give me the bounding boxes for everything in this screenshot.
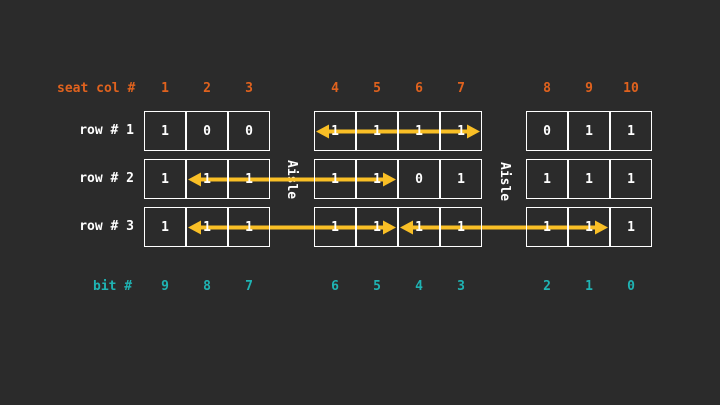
seat-cell: 1 xyxy=(440,159,482,199)
bit-number: 4 xyxy=(415,279,423,294)
seat-cell: 1 xyxy=(398,111,440,151)
bit-header: bit # xyxy=(93,279,133,294)
seat-cell: 1 xyxy=(398,207,440,247)
seat-cell: 1 xyxy=(610,159,652,199)
row-label: row # 2 xyxy=(79,171,134,186)
seat-cell: 1 xyxy=(440,207,482,247)
seat-cell: 1 xyxy=(568,159,610,199)
seat-cell: 1 xyxy=(526,159,568,199)
seat-cell: 1 xyxy=(610,207,652,247)
seat-col-number: 1 xyxy=(161,81,169,96)
seat-cell: 1 xyxy=(228,159,270,199)
seat-cell: 0 xyxy=(526,111,568,151)
bit-number: 5 xyxy=(373,279,381,294)
seat-col-number: 5 xyxy=(373,81,381,96)
seat-col-number: 10 xyxy=(623,81,639,96)
aisle-label-right: Aisle xyxy=(497,162,512,202)
seat-cell: 1 xyxy=(144,207,186,247)
seat-cell: 0 xyxy=(186,111,228,151)
seat-cell: 1 xyxy=(356,111,398,151)
seat-cell: 1 xyxy=(314,159,356,199)
seat-col-number: 2 xyxy=(203,81,211,96)
bit-number: 0 xyxy=(627,279,635,294)
bit-number: 7 xyxy=(245,279,253,294)
seat-cell: 1 xyxy=(228,207,270,247)
seat-col-number: 4 xyxy=(331,81,339,96)
seat-cell: 1 xyxy=(186,207,228,247)
seat-cell: 1 xyxy=(440,111,482,151)
seat-col-number: 6 xyxy=(415,81,423,96)
seat-cell: 1 xyxy=(314,111,356,151)
aisle-label-left: Aisle xyxy=(284,160,299,200)
seat-col-number: 3 xyxy=(245,81,253,96)
seat-cell: 1 xyxy=(568,207,610,247)
seat-cell: 1 xyxy=(186,159,228,199)
bit-number: 3 xyxy=(457,279,465,294)
seat-col-number: 7 xyxy=(457,81,465,96)
seat-col-number: 9 xyxy=(585,81,593,96)
row-label: row # 1 xyxy=(79,123,134,138)
seat-col-header: seat col # xyxy=(57,81,136,96)
seat-cell: 1 xyxy=(314,207,356,247)
seat-cell: 0 xyxy=(228,111,270,151)
seat-cell: 0 xyxy=(398,159,440,199)
bit-number: 9 xyxy=(161,279,169,294)
bit-number: 1 xyxy=(585,279,593,294)
row-label: row # 3 xyxy=(79,219,134,234)
bit-number: 8 xyxy=(203,279,211,294)
seat-cell: 1 xyxy=(526,207,568,247)
seat-cell: 1 xyxy=(144,159,186,199)
bit-number: 2 xyxy=(543,279,551,294)
seat-cell: 1 xyxy=(568,111,610,151)
seat-cell: 1 xyxy=(356,159,398,199)
seat-cell: 1 xyxy=(356,207,398,247)
seat-cell: 1 xyxy=(144,111,186,151)
seat-col-number: 8 xyxy=(543,81,551,96)
bit-number: 6 xyxy=(331,279,339,294)
seat-cell: 1 xyxy=(610,111,652,151)
